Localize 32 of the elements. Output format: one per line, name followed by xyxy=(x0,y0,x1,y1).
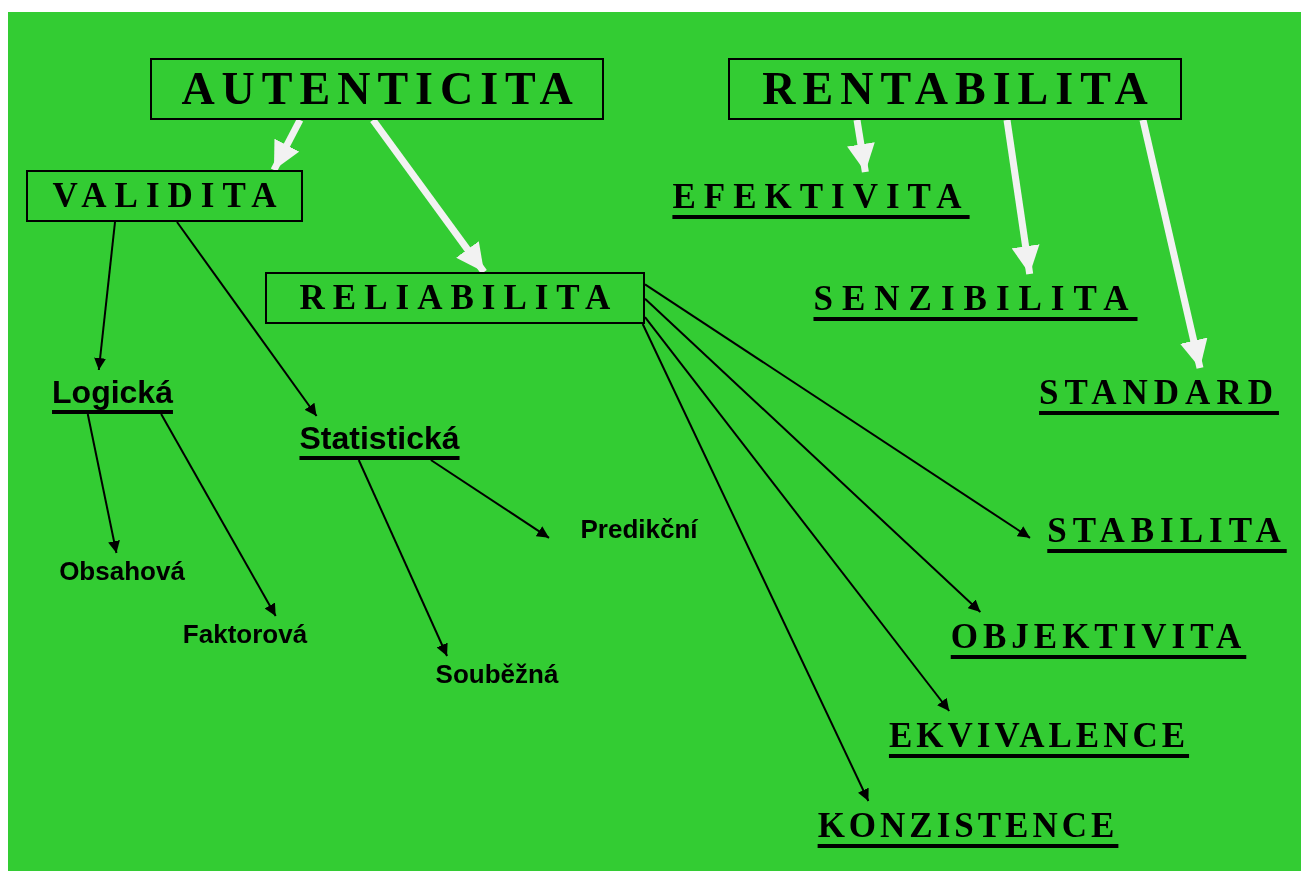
concept-box: VALIDITA xyxy=(26,170,303,222)
concept-label: STANDARD xyxy=(1020,368,1292,418)
concept-box: RENTABILITA xyxy=(728,58,1182,120)
arrow xyxy=(357,459,449,657)
concept-box: AUTENTICITA xyxy=(150,58,604,120)
arrow xyxy=(644,297,982,613)
arrow xyxy=(270,118,304,172)
concept-label: STABILITA xyxy=(1030,506,1298,556)
arrow xyxy=(644,283,1031,539)
arrow xyxy=(94,221,116,371)
arrow xyxy=(1003,119,1040,275)
concept-box: RELIABILITA xyxy=(265,272,645,324)
arrow xyxy=(160,413,277,617)
subtype-label: Predikční xyxy=(549,511,729,547)
concept-label: OBJEKTIVITA xyxy=(926,612,1266,662)
category-label: Statistická xyxy=(265,416,494,460)
arrow xyxy=(370,117,487,275)
concept-label: SENZIBILITA xyxy=(783,274,1159,324)
category-label: Logická xyxy=(26,370,199,414)
concept-label: KONZISTENCE xyxy=(797,801,1135,851)
arrow xyxy=(847,119,875,173)
arrow xyxy=(641,323,870,802)
arrow xyxy=(429,459,550,539)
concept-label: EFEKTIVITA xyxy=(645,172,989,222)
arrow xyxy=(1139,119,1208,369)
arrow xyxy=(86,413,120,554)
concept-label: EKVIVALENCE xyxy=(868,711,1206,761)
arrow xyxy=(176,221,318,417)
arrow xyxy=(644,316,951,712)
subtype-label: Souběžná xyxy=(403,656,591,692)
subtype-label: Faktorová xyxy=(150,616,340,652)
subtype-label: Obsahová xyxy=(26,553,218,589)
